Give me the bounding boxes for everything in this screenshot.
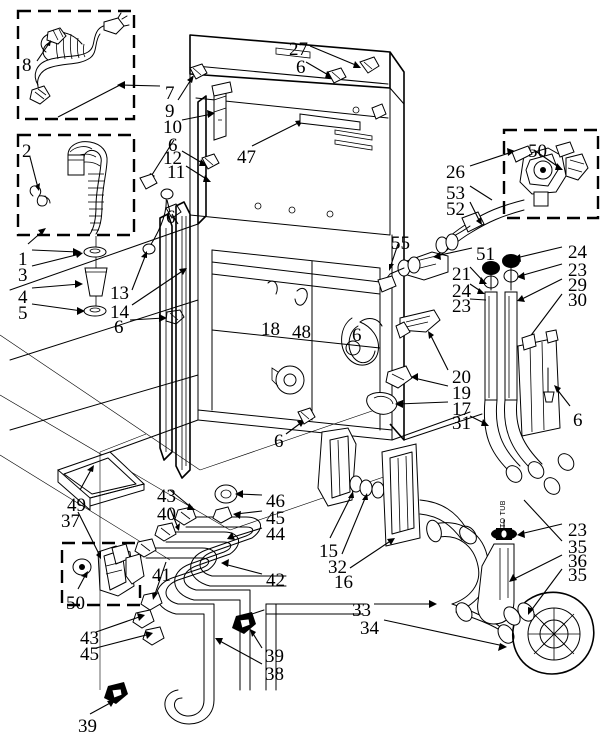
callout-6-mid-left: 6 xyxy=(114,317,124,338)
callout-45-upper: 45 xyxy=(266,508,285,529)
callout-6-lower: 6 xyxy=(274,431,284,452)
left-strap-chain xyxy=(129,188,187,325)
callout-52: 52 xyxy=(446,199,465,220)
callout-11: 11 xyxy=(167,162,186,183)
drain-hose-assembly xyxy=(29,141,108,235)
callout-6-center: 6 xyxy=(352,325,362,346)
callout-16: 16 xyxy=(334,572,353,593)
callout-6-upper: 6 xyxy=(168,135,178,156)
callout-51: 51 xyxy=(476,244,495,265)
callout-36: 36 xyxy=(568,551,587,572)
callout-29: 29 xyxy=(568,275,587,296)
callout-43-lower: 43 xyxy=(80,628,99,649)
callout-40: 40 xyxy=(157,504,176,525)
callout-21: 21 xyxy=(452,264,471,285)
center-clips xyxy=(366,309,489,426)
callout-49: 49 xyxy=(67,495,86,516)
callout-4: 4 xyxy=(18,287,28,308)
callout-39-upper: 39 xyxy=(265,646,284,667)
callout-3: 3 xyxy=(18,265,28,286)
toe-panel-bracket xyxy=(57,451,146,511)
callout-50-lower: 50 xyxy=(66,593,85,614)
callout-42: 42 xyxy=(266,570,285,591)
callout-35-lower: 35 xyxy=(568,565,587,586)
power-cord-assembly xyxy=(29,12,130,105)
inset-box-valve-upper xyxy=(502,128,600,220)
callout-46: 46 xyxy=(266,491,285,512)
callout-12: 12 xyxy=(163,148,182,169)
leader-47 xyxy=(251,113,361,147)
callout-15: 15 xyxy=(319,541,338,562)
callout-37: 37 xyxy=(61,511,80,532)
callout-50-upper: 50 xyxy=(528,141,547,162)
callout-17: 17 xyxy=(452,399,471,420)
callout-23-lower: 23 xyxy=(568,520,587,541)
callout-48: 48 xyxy=(292,322,311,343)
callout-55: 55 xyxy=(391,233,410,254)
callout-19: 19 xyxy=(452,383,471,404)
callout-2: 2 xyxy=(22,141,32,162)
callout-30: 30 xyxy=(568,290,587,311)
callout-32: 32 xyxy=(328,557,347,578)
to-tub-label: TO TUB xyxy=(500,500,507,528)
callout-20: 20 xyxy=(452,367,471,388)
callout-31: 31 xyxy=(452,413,471,434)
callout-35-upper: 35 xyxy=(568,537,587,558)
callout-6-right: 6 xyxy=(573,410,583,431)
lower-clamps xyxy=(89,609,265,715)
callout-18: 18 xyxy=(261,319,280,340)
water-valve-lower xyxy=(72,511,145,597)
sump-seal-stack xyxy=(27,228,108,317)
drain-pump-assembly xyxy=(374,499,595,675)
callout-44: 44 xyxy=(266,524,285,545)
callout-23-right: 23 xyxy=(568,260,587,281)
upper-left-fasteners xyxy=(139,63,220,225)
top-screws xyxy=(305,45,380,84)
callout-9: 9 xyxy=(165,101,175,122)
bottom-hose-bundle xyxy=(95,484,367,725)
callout-24-left: 24 xyxy=(452,281,471,302)
water-valve-upper xyxy=(511,141,589,207)
callout-6-top: 6 xyxy=(296,57,306,78)
pump-housing xyxy=(317,427,477,569)
callout-8: 8 xyxy=(22,55,32,76)
perspective-guides xyxy=(99,433,147,690)
callout-33: 33 xyxy=(352,600,371,621)
inset-box-drain-hose xyxy=(16,133,136,237)
callout-1: 1 xyxy=(18,249,28,270)
callout-39-lower: 39 xyxy=(78,716,97,737)
callout-53: 53 xyxy=(446,183,465,204)
callout-23-left: 23 xyxy=(452,296,471,317)
callout-45-lower: 45 xyxy=(80,644,99,665)
callout-34: 34 xyxy=(360,618,379,639)
callout-24-right: 24 xyxy=(568,242,587,263)
callout-41: 41 xyxy=(152,565,171,586)
callout-38: 38 xyxy=(265,664,284,685)
callout-5: 5 xyxy=(18,303,28,324)
reservoir-tank xyxy=(517,329,571,437)
callout-43-upper: 43 xyxy=(157,486,176,507)
callout-14: 14 xyxy=(110,302,129,323)
fill-tubes xyxy=(469,246,575,495)
lower-center-screw xyxy=(285,407,316,435)
callout-26: 26 xyxy=(446,162,465,183)
callout-27: 27 xyxy=(289,39,308,60)
callout-47: 47 xyxy=(237,147,256,168)
leader-7 xyxy=(57,81,161,118)
callout-13: 13 xyxy=(110,283,129,304)
callout-7: 7 xyxy=(165,83,175,104)
inlet-manifold xyxy=(377,233,473,293)
inset-box-power-cord xyxy=(16,9,136,121)
cabinet-rear-panel xyxy=(0,34,483,561)
callout-10: 10 xyxy=(163,117,182,138)
callout-6-left: 6 xyxy=(166,207,176,228)
